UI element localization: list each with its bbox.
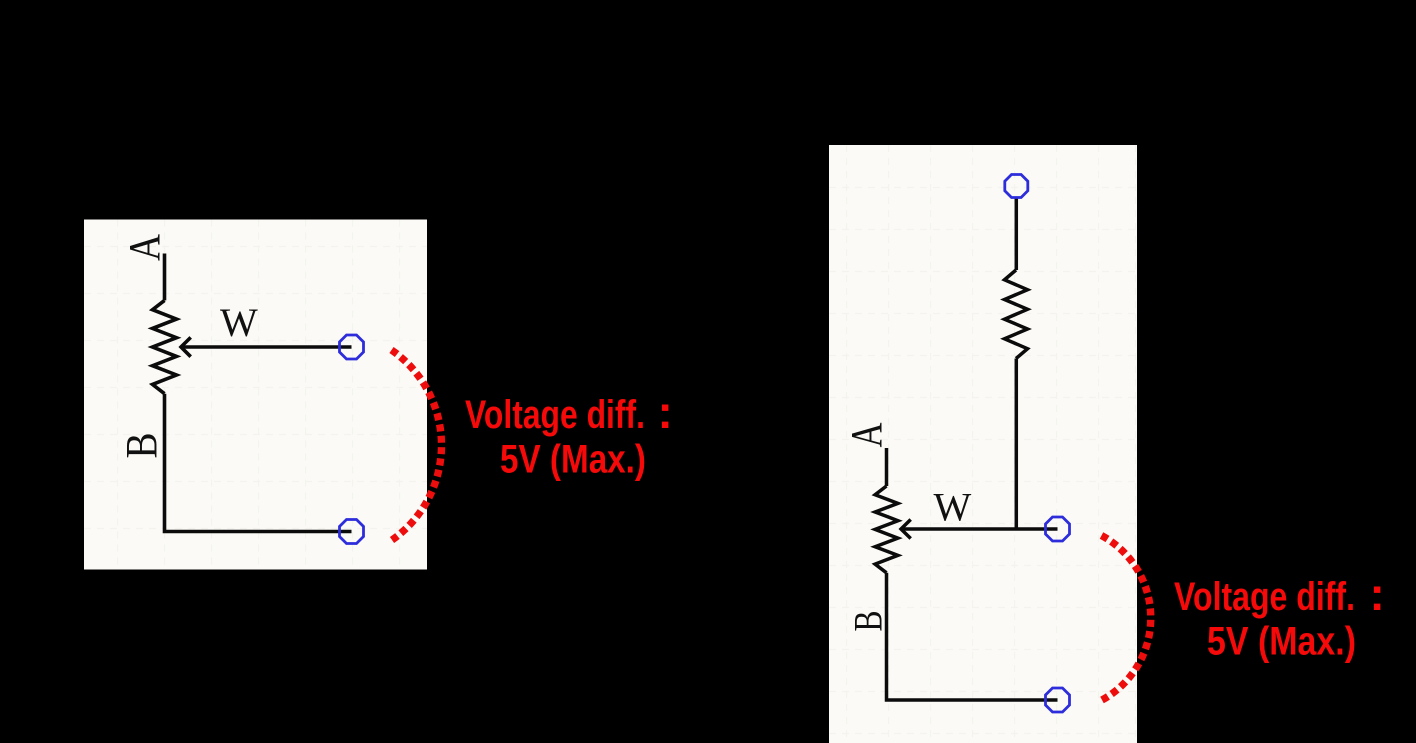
svg-text:A: A <box>120 234 169 261</box>
svg-text:W: W <box>934 485 972 530</box>
svg-text:Voltage diff.: Voltage diff. <box>465 393 645 437</box>
svg-text:B: B <box>846 611 891 632</box>
svg-text:A: A <box>842 422 891 447</box>
svg-text:B: B <box>117 433 166 459</box>
svg-text:W: W <box>220 300 258 345</box>
svg-text:5V (Max.): 5V (Max.) <box>500 438 646 482</box>
svg-text:5V (Max.): 5V (Max.) <box>1207 620 1356 664</box>
svg-text::: : <box>1370 568 1385 620</box>
svg-text::: : <box>658 386 673 438</box>
svg-text:Voltage diff.: Voltage diff. <box>1174 575 1355 619</box>
